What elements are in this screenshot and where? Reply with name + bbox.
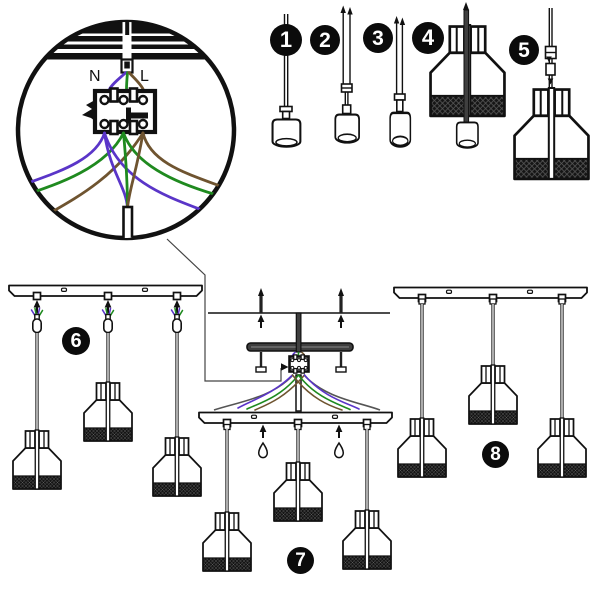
step-3-figure (388, 16, 412, 148)
step-6-figure (8, 284, 203, 497)
step-7-badge: 7 (287, 547, 314, 574)
step-6-badge: 6 (62, 327, 90, 355)
cord (342, 13, 351, 84)
terminal-block (82, 87, 158, 136)
pendant-cord-exit (122, 205, 134, 238)
up-arrow-icon (393, 16, 400, 24)
magnifier-leader-line (166, 238, 289, 382)
down-arrow-icon (547, 78, 554, 85)
neutral-label: N (89, 68, 101, 85)
ceiling-mounting-diagram (208, 288, 390, 412)
socket (271, 118, 302, 148)
terminal-block-small (288, 354, 310, 374)
step-8-figure (393, 286, 588, 478)
up-arrow-icon (340, 5, 346, 13)
up-arrow-icon (347, 7, 353, 15)
step-5-figure (513, 8, 590, 181)
step-3-badge: 3 (363, 23, 393, 53)
step-2-figure (334, 5, 361, 144)
step-7-figure (198, 411, 393, 572)
cord (395, 23, 404, 94)
socket (388, 111, 412, 148)
wiring-inset-magnifier (15, 19, 237, 241)
canopy-wires (213, 374, 381, 411)
ceiling-mount-section (18, 22, 234, 74)
live-label: L (140, 68, 149, 85)
step-4-figure (429, 2, 506, 149)
step-5-badge: 5 (509, 35, 539, 65)
center-rod (463, 9, 470, 123)
mounting-screw (335, 288, 347, 373)
down-arrow-icon (546, 56, 552, 63)
up-arrow-icon (399, 17, 406, 25)
socket (334, 113, 361, 144)
wire-earth (125, 71, 129, 92)
center-stem (295, 312, 302, 353)
step-1-badge: 1 (270, 24, 302, 56)
step-8-badge: 8 (482, 441, 509, 468)
socket (455, 121, 479, 149)
step-4-badge: 4 (412, 22, 444, 54)
step-2-badge: 2 (310, 25, 340, 55)
wire-live (127, 71, 145, 92)
mounting-screw (255, 288, 267, 373)
strain-mark (82, 100, 95, 121)
ceiling-bar (8, 284, 203, 301)
up-arrow-icon (463, 2, 469, 10)
pendant-wires-fan (23, 131, 226, 215)
leader-arrow-icon (281, 363, 289, 371)
